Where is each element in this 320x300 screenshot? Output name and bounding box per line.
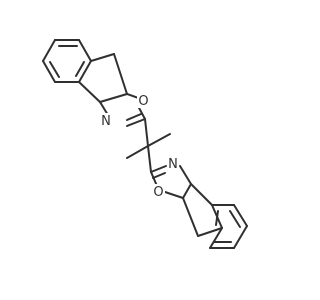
lower-five-ring <box>182 183 223 237</box>
atom-label-o-upper: O <box>137 93 150 109</box>
double-bond-line <box>75 61 85 77</box>
label-background <box>100 113 112 128</box>
bond <box>209 227 223 249</box>
bond <box>42 60 56 83</box>
lower-benzene-ring <box>209 204 248 249</box>
bond <box>182 197 199 237</box>
bond <box>150 171 158 187</box>
bond <box>150 165 167 173</box>
bond <box>144 118 149 147</box>
nitrogen-label: N <box>101 114 111 129</box>
bond <box>182 183 192 199</box>
bond <box>179 165 192 185</box>
double-bond-line <box>215 210 219 226</box>
upper-five-ring <box>78 53 128 103</box>
bond <box>233 204 248 227</box>
atom-label-o-lower: O <box>152 184 165 200</box>
bond <box>78 39 92 62</box>
bond <box>113 53 128 95</box>
chemical-structure: N O N O <box>42 39 248 249</box>
bond <box>126 118 146 127</box>
methyl-bond <box>126 145 149 159</box>
label-background <box>167 156 179 171</box>
bond <box>164 191 184 199</box>
central-isopropylidene <box>126 118 171 173</box>
bond <box>90 53 115 62</box>
double-bond-line <box>49 61 60 78</box>
double-bond-line <box>152 172 166 179</box>
methyl-bond <box>147 133 171 147</box>
atom-label-n-upper: N <box>100 113 112 129</box>
bond <box>190 183 213 206</box>
bond <box>42 39 56 62</box>
double-bond-line <box>126 113 142 121</box>
bond <box>99 93 128 103</box>
label-background <box>152 184 165 199</box>
lower-oxazoline-ring <box>150 165 192 199</box>
oxygen-label: O <box>153 185 163 200</box>
bond <box>78 60 92 83</box>
bond <box>233 225 248 249</box>
bond <box>197 227 223 237</box>
double-bond-line <box>229 210 241 228</box>
upper-benzene-ring <box>42 39 92 83</box>
bond <box>78 81 101 103</box>
label-background <box>137 93 150 108</box>
bond <box>147 145 152 173</box>
atom-label-n-lower: N <box>167 156 179 172</box>
oxygen-label: O <box>138 94 148 109</box>
nitrogen-label: N <box>168 157 178 172</box>
bond <box>137 105 146 120</box>
